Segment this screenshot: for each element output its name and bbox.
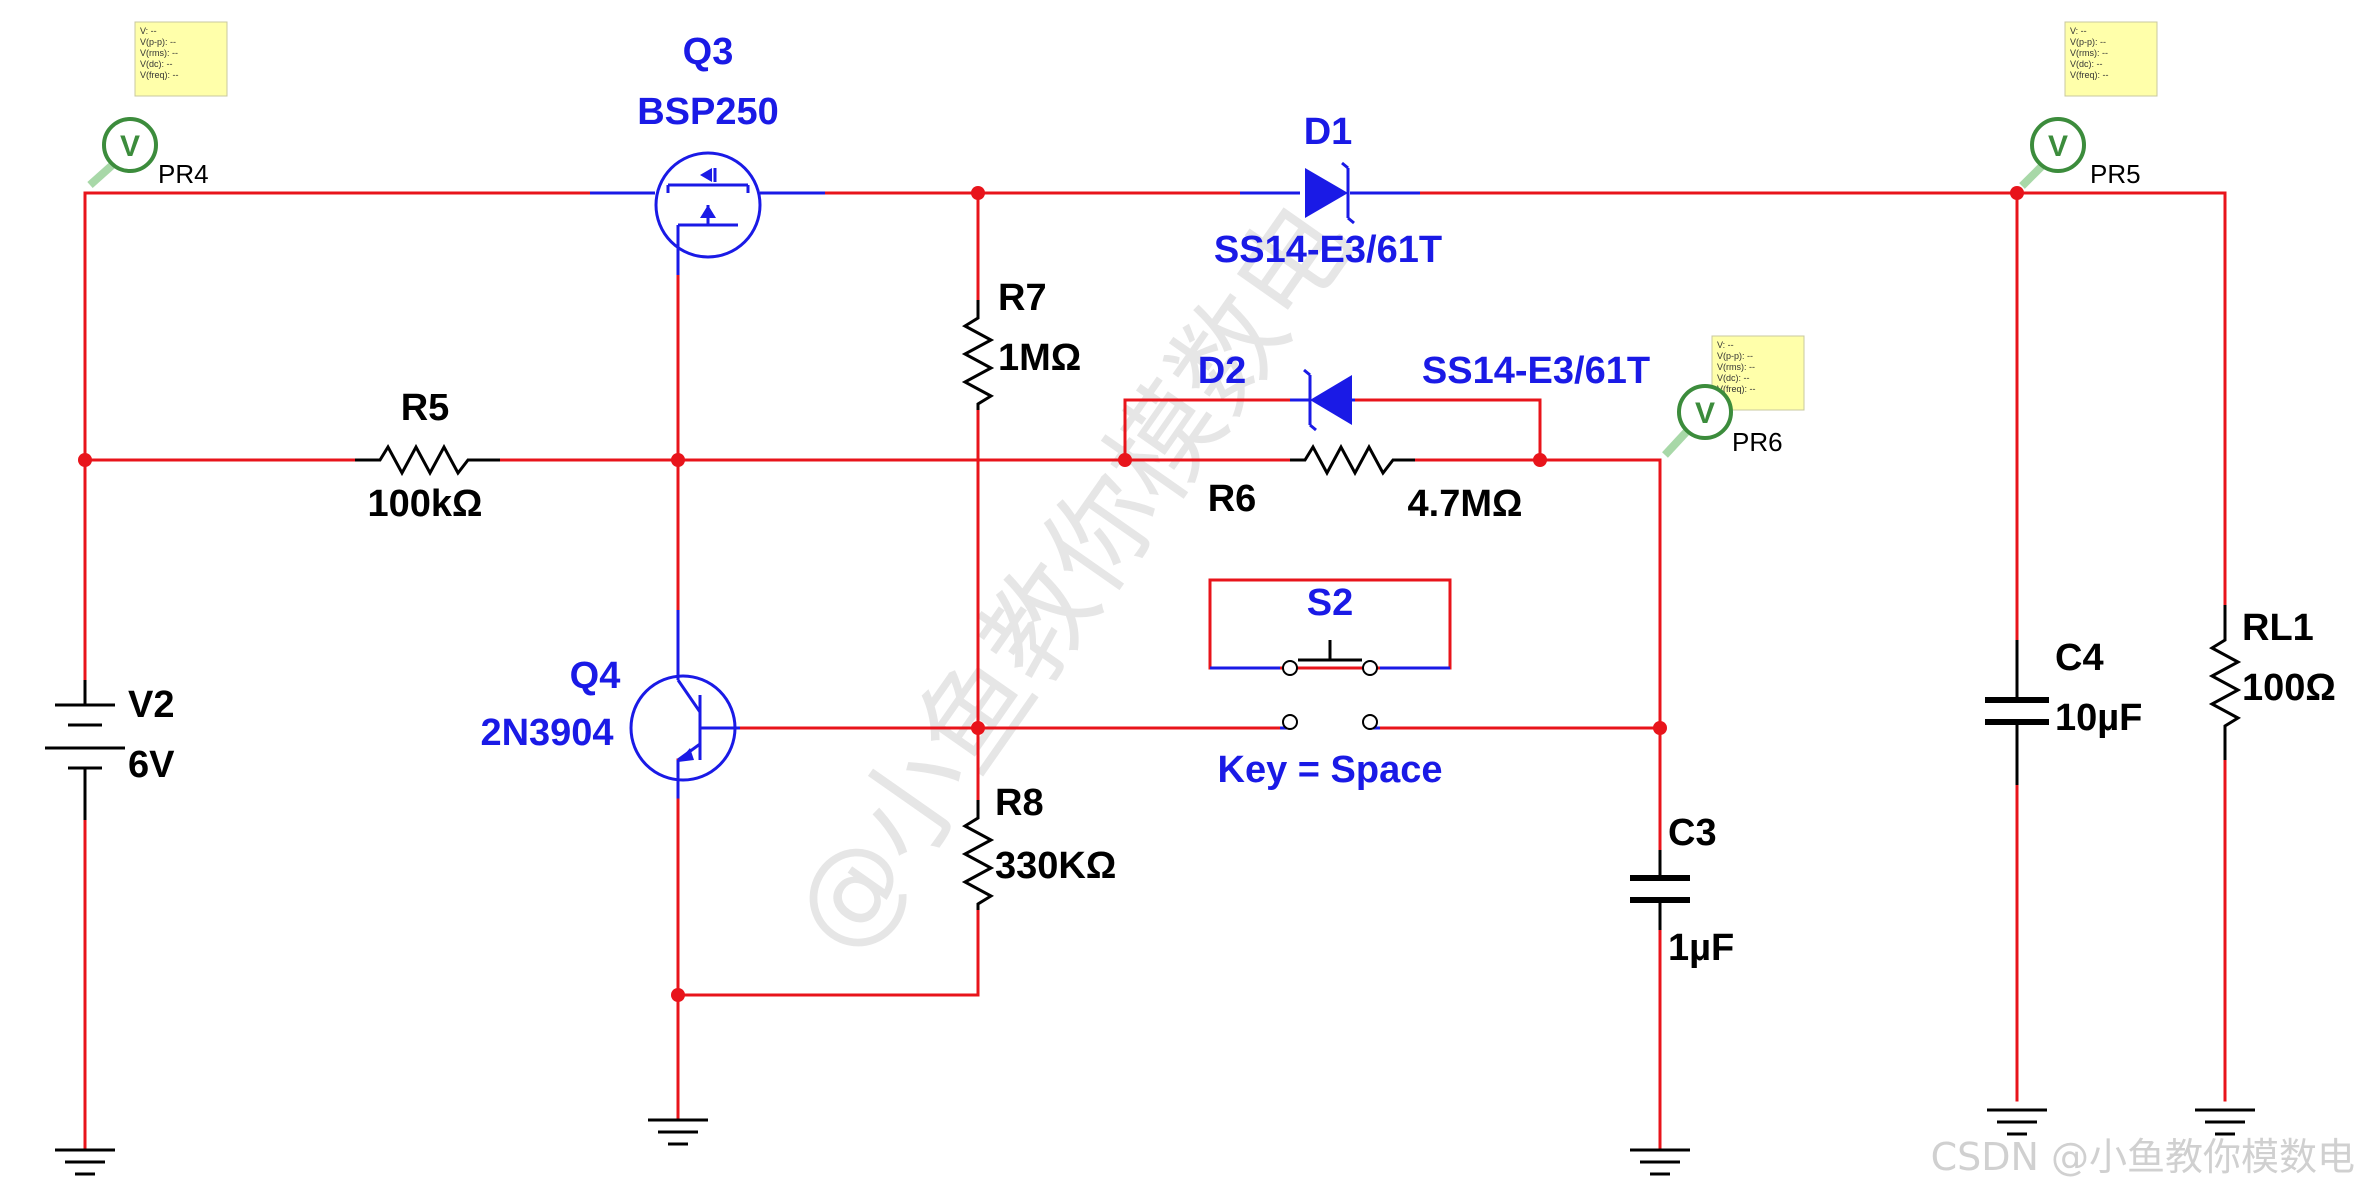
c3-value: 1µF [1668, 927, 1734, 969]
probe-readout: V(dc): -- [1717, 373, 1750, 383]
r5-value: 100kΩ [367, 483, 482, 525]
probe-readout: V: -- [2070, 26, 2087, 36]
r8-value: 330KΩ [995, 845, 1116, 887]
r7-value: 1MΩ [998, 337, 1081, 379]
probe-readout: V(p-p): -- [1717, 351, 1753, 361]
r5-ref: R5 [401, 387, 450, 429]
d1-ref: D1 [1304, 111, 1353, 153]
d1-diode[interactable] [1240, 161, 1420, 225]
d1-value: SS14-E3/61T [1214, 229, 1442, 271]
probe-label: PR5 [2090, 159, 2141, 189]
r8-resistor[interactable] [961, 800, 995, 910]
rl1-value: 100Ω [2242, 667, 2336, 709]
voltmeter-icon: V [1695, 397, 1715, 430]
d2-value: SS14-E3/61T [1422, 350, 1650, 392]
c4-ref: C4 [2055, 637, 2104, 679]
probe-readout: V: -- [1717, 340, 1734, 350]
c4-value: 10µF [2055, 697, 2142, 739]
probe-readout: V(freq): -- [1717, 384, 1756, 394]
q3-mosfet[interactable] [590, 151, 825, 275]
v2-battery[interactable] [45, 680, 125, 820]
ground-v2 [55, 1148, 115, 1176]
c3-capacitor[interactable] [1630, 850, 1690, 930]
v2-ref: V2 [128, 684, 174, 726]
s2-key: Key = Space [1218, 749, 1443, 791]
c3-ref: C3 [1668, 812, 1717, 854]
probe-readout: V(dc): -- [140, 59, 173, 69]
component-labels: Q3 BSP250 D1 SS14-E3/61T D2 SS14-E3/61T … [128, 31, 2336, 969]
r7-resistor[interactable] [961, 300, 995, 410]
s2-ref: S2 [1307, 582, 1353, 624]
q4-ref: Q4 [570, 655, 621, 697]
c4-capacitor[interactable] [1985, 640, 2049, 785]
r6-value: 4.7MΩ [1408, 483, 1523, 525]
r8-ref: R8 [995, 782, 1044, 824]
s2-switch[interactable] [1210, 640, 1450, 730]
d2-ref: D2 [1198, 350, 1247, 392]
probe-readout: V(p-p): -- [2070, 37, 2106, 47]
probe-pr5[interactable]: V: -- V(p-p): -- V(rms): -- V(dc): -- V(… [2019, 21, 2158, 189]
junction-dots [78, 186, 2024, 1002]
probe-pr6[interactable]: V: -- V(p-p): -- V(rms): -- V(dc): -- V(… [1662, 335, 1805, 458]
probe-readout: V(rms): -- [2070, 48, 2108, 58]
r5-resistor[interactable] [355, 443, 500, 477]
probe-pr4[interactable]: V: -- V(p-p): -- V(rms): -- V(dc): -- V(… [87, 21, 228, 189]
probe-label: PR4 [158, 159, 209, 189]
v2-value: 6V [128, 744, 175, 786]
ground-symbols [55, 1108, 2255, 1176]
ground-c3 [1630, 1148, 1690, 1176]
probe-readout: V(rms): -- [1717, 362, 1755, 372]
voltmeter-icon: V [120, 130, 140, 163]
ground-q4 [648, 1118, 708, 1146]
rl1-ref: RL1 [2242, 607, 2314, 649]
r7-ref: R7 [998, 277, 1047, 319]
corner-watermark: CSDN @小鱼教你模数电 [1931, 1135, 2355, 1179]
q3-value: BSP250 [637, 91, 779, 133]
probe-label: PR6 [1732, 427, 1783, 457]
probe-readout: V: -- [140, 26, 157, 36]
r6-ref: R6 [1208, 478, 1257, 520]
ground-rl1 [2195, 1108, 2255, 1136]
probe-readout: V(dc): -- [2070, 59, 2103, 69]
rl1-resistor[interactable] [2208, 605, 2242, 760]
probe-readout: V(freq): -- [2070, 70, 2109, 80]
q4-transistor[interactable] [629, 610, 740, 997]
probe-readout: V(p-p): -- [140, 37, 176, 47]
q3-ref: Q3 [683, 31, 734, 73]
q4-value: 2N3904 [480, 712, 613, 754]
probe-readout: V(freq): -- [140, 70, 179, 80]
d2-diode[interactable] [1290, 368, 1355, 432]
probe-readout: V(rms): -- [140, 48, 178, 58]
wires [83, 191, 2227, 1152]
voltmeter-icon: V [2048, 130, 2068, 163]
ground-c4 [1987, 1108, 2047, 1136]
r6-resistor[interactable] [1290, 443, 1415, 477]
